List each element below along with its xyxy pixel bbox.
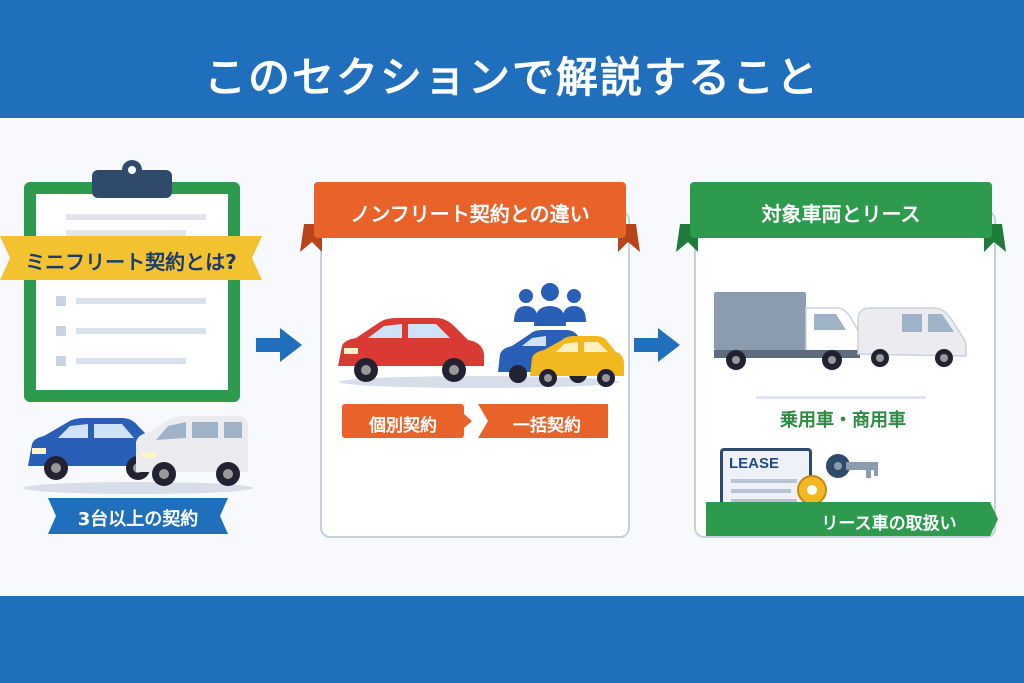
divider [756,396,926,399]
clipboard-icon [24,160,240,402]
cars-illustration [23,416,253,494]
people-icon [514,283,586,326]
section-non-fleet: ノンフリート契約との違い 個別契約 一括契約 [300,180,640,540]
heading-ribbon [676,182,1006,252]
heading-ribbon [0,236,262,280]
cars-illustration [338,318,624,388]
van-icon [857,307,967,367]
tag-individual-contract: 個別契約 [369,416,437,436]
vehicle-types-label: 乗用車・商用車 [780,410,906,431]
section-heading: ミニフリート契約とは? [25,250,237,274]
section-heading: ノンフリート契約との違い [350,202,590,226]
header-band [0,0,1024,118]
truck-icon [714,292,861,370]
section-vehicles-lease: 対象車両とリース 乗用車・商用車 LEASE リース車の取扱い [676,180,1006,540]
arrow-right-icon [634,328,680,362]
arrow-right-icon [256,328,302,362]
lease-caption-ribbon [706,502,998,536]
page-title: このセクションで解説すること [203,53,820,102]
footer-band [0,596,1024,683]
caption-ribbon [48,498,228,534]
section-caption: 3台以上の契約 [77,509,199,530]
tag-shape-right [478,404,608,438]
tag-bulk-contract: 一括契約 [513,416,581,436]
lease-document-title: LEASE [729,455,780,472]
heading-ribbon [300,182,640,252]
tag-shape-left [342,404,472,438]
key-icon [797,454,878,505]
section-heading: 対象車両とリース [761,202,921,226]
lease-caption: リース車の取扱い [821,514,957,534]
section-mini-fleet: ミニフリート契約とは? 3台以上の契約 [0,150,270,550]
